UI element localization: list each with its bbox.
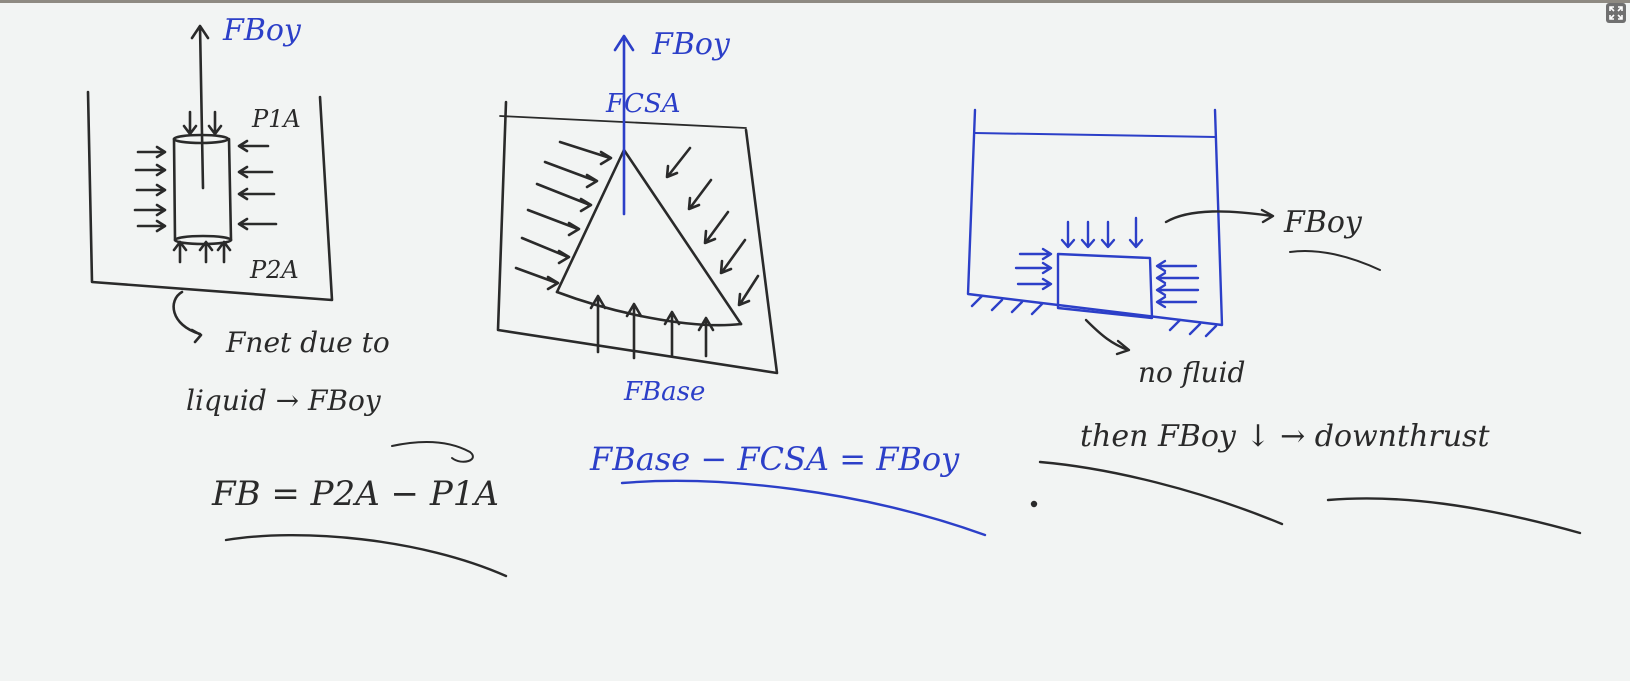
note-line-2: liquid → FBoy: [186, 384, 382, 417]
squiggle-3: [1289, 249, 1381, 271]
board-frame-edge: [0, 0, 1630, 3]
expand-button[interactable]: [1606, 3, 1626, 23]
diagram-block-notes: [1030, 318, 1582, 535]
hook-arrow-1: [172, 290, 203, 344]
container-1: [86, 90, 334, 302]
ground-hatch: [970, 294, 1218, 338]
right-slant-arrows: [665, 146, 760, 307]
fcsa-label: FCSA: [605, 89, 681, 119]
buoyant-arrow-2: [613, 34, 635, 216]
ink-dot: [1030, 500, 1038, 508]
underline-3a: [1038, 460, 1284, 526]
note-line-1: Fnet due to: [225, 326, 390, 359]
underline-1: [224, 534, 508, 578]
block: [1056, 252, 1154, 320]
fbase-label: FBase: [623, 377, 705, 407]
container-3: [966, 108, 1224, 327]
p2-arrows: [172, 240, 232, 264]
cylinder-body: [172, 137, 233, 242]
arrow-to-no-fluid: [1084, 318, 1131, 356]
equation-2: FBase − FCSA = FBoy: [589, 440, 960, 478]
block-left-arrows: [1014, 247, 1053, 291]
left-side-arrows-1: [133, 145, 167, 233]
no-fluid-label: no fluid: [1138, 356, 1245, 389]
base-arrows: [589, 294, 715, 360]
equation-1: FB = P2A − P1A: [211, 474, 499, 514]
then-line: then FBoy ↓ → downthrust: [1080, 419, 1490, 454]
squiggle-1: [391, 441, 474, 463]
left-slant-arrows: [514, 140, 613, 291]
block-right-arrows: [1155, 259, 1200, 309]
diagram-cylinder: [86, 24, 508, 578]
underline-2: [620, 479, 987, 537]
surface-line-3: [974, 132, 1217, 138]
block-top-arrows: [1060, 216, 1144, 249]
cone-base: [555, 290, 743, 327]
fboy-label-1: FBoy: [222, 13, 302, 48]
diagram-cone: [496, 34, 987, 537]
container-2: [496, 100, 779, 375]
p1a-label: P1A: [251, 105, 301, 133]
expand-icon: [1609, 6, 1623, 20]
diagram-block: [966, 108, 1381, 338]
underline-3b: [1326, 497, 1582, 535]
buoyant-arrow-1: [190, 24, 210, 190]
right-side-arrows-1: [237, 139, 278, 231]
fboy-label-2: FBoy: [651, 27, 731, 62]
fboy-label-3: FBoy: [1283, 205, 1363, 240]
p2a-label: P2A: [249, 256, 299, 284]
arrow-to-fboy: [1164, 208, 1275, 224]
p1-arrows: [182, 110, 223, 136]
cone-sides: [555, 148, 743, 326]
